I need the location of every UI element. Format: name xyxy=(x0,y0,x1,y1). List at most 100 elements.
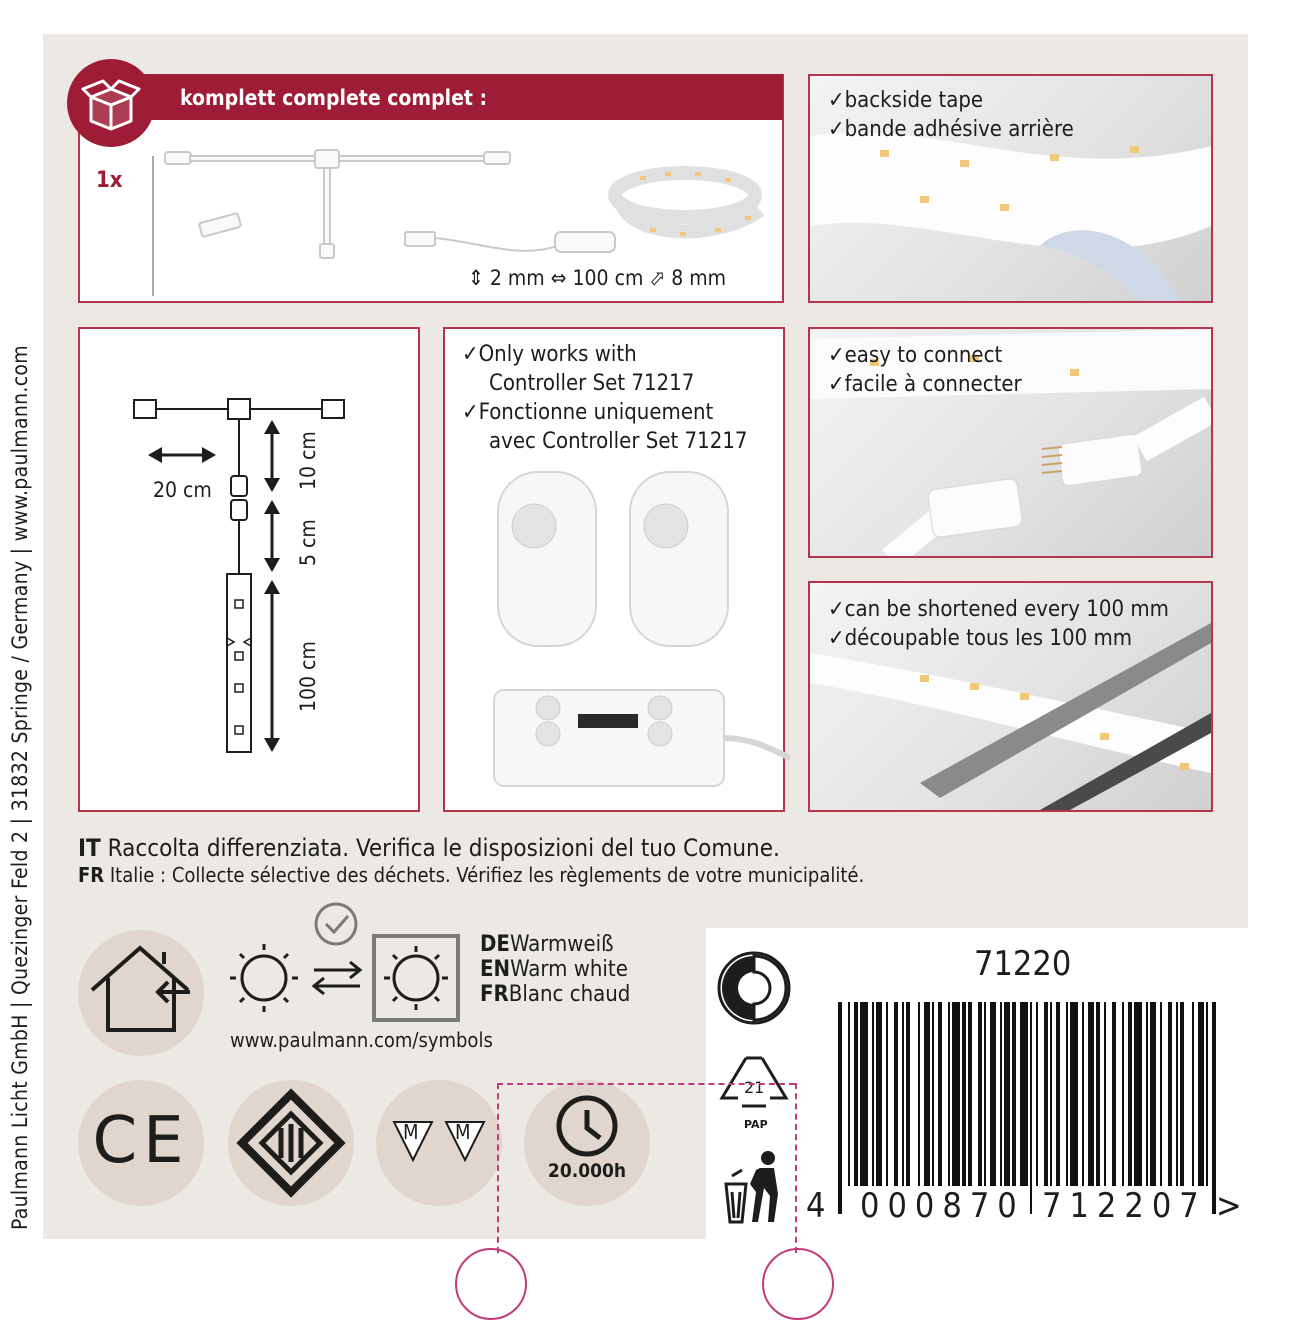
disposal-it-code: IT xyxy=(78,834,101,862)
connect-photo: ✓easy to connect ✓facile à connecter xyxy=(808,327,1213,558)
barcode-bar xyxy=(1000,1002,1002,1186)
length-arrow-icon: ⇔ xyxy=(550,266,567,290)
barcode-bar xyxy=(854,1002,858,1186)
barcode-bar xyxy=(902,1002,904,1186)
contents-banner-text: komplett complete complet : xyxy=(180,86,488,110)
mm-mark-left: M xyxy=(403,1120,419,1144)
dimension-length: 100 cm xyxy=(572,266,644,290)
disposal-it-text: Raccolta differenziata. Verifica le disp… xyxy=(107,834,780,862)
protection-class-3-icon xyxy=(228,1080,354,1206)
barcode-bar xyxy=(990,1002,996,1186)
barcode-bar xyxy=(1056,1002,1060,1186)
controller-note: ✓Only works with Controller Set 71217 ✓F… xyxy=(462,340,748,456)
product-contents-illustration xyxy=(164,149,765,259)
quantity-label: 1x xyxy=(96,168,123,193)
barcode-bar xyxy=(978,1002,982,1186)
barcode-bar xyxy=(924,1002,930,1186)
lifetime-icon: 20.000h xyxy=(524,1080,650,1206)
company-address: Paulmann Licht GmbH | Quezinger Feld 2 |… xyxy=(8,345,32,1230)
contents-banner xyxy=(108,74,783,120)
barcode-bar xyxy=(886,1002,888,1186)
barcode-bar xyxy=(1066,1002,1068,1186)
controller-note-en-2: Controller Set 71217 xyxy=(489,371,695,396)
feature-shorten-fr: ✓découpable tous les 100 mm xyxy=(828,626,1133,651)
barcode-bar xyxy=(938,1002,942,1186)
light-color-de: Warmweiß xyxy=(509,932,614,957)
barcode-bar xyxy=(984,1002,986,1186)
light-color-labels: DEWarmweiß ENWarm white FRBlanc chaud xyxy=(480,932,630,1007)
barcode-quiet-zone-marker: > xyxy=(1216,1186,1242,1226)
dieline-left xyxy=(497,1083,499,1253)
lang-fr: FR xyxy=(480,982,509,1007)
feature-tape-fr: ✓bande adhésive arrière xyxy=(828,117,1074,142)
recycling-triangle-icon xyxy=(719,1056,789,1108)
barcode-bar xyxy=(1192,1002,1194,1186)
barcode-bar xyxy=(932,1002,934,1186)
disposal-fr: FR Italie : Collecte sélective des déche… xyxy=(78,863,864,887)
barcode-bar xyxy=(1036,1002,1038,1186)
barcode-bar xyxy=(1020,1002,1028,1186)
tidyman-icon xyxy=(724,1151,778,1224)
divider xyxy=(152,156,154,296)
feature-connect-en: ✓easy to connect xyxy=(828,343,1003,368)
feature-tape-en: ✓backside tape xyxy=(828,88,984,113)
lang-de: DE xyxy=(480,932,510,957)
barcode-bar xyxy=(1044,1002,1048,1186)
barcode-bar xyxy=(1030,1002,1032,1214)
green-dot-icon xyxy=(717,951,791,1025)
lifetime-hours: 20.000h xyxy=(547,1160,627,1182)
dimension-100cm: 100 cm xyxy=(296,641,320,712)
dieline-top xyxy=(497,1083,795,1085)
ce-mark-text: CE xyxy=(92,1104,190,1178)
light-color-en: Warm white xyxy=(510,957,628,982)
barcode-bar xyxy=(872,1002,874,1186)
dimension-height: 2 mm xyxy=(489,266,545,290)
controller-set-illustration xyxy=(493,471,790,787)
barcode-bar xyxy=(1070,1002,1078,1186)
recycling-material: PAP xyxy=(744,1118,768,1131)
barcode-bar xyxy=(906,1002,910,1186)
dieline-right xyxy=(795,1083,797,1253)
lang-en: EN xyxy=(480,957,511,982)
disposal-fr-text: Italie : Collecte sélective des déchets.… xyxy=(109,863,865,887)
dimension-10cm: 10 cm xyxy=(296,431,320,490)
dimension-width: 8 mm xyxy=(671,266,727,290)
indoor-use-icon xyxy=(78,930,204,1056)
backside-tape-photo: ✓backside tape ✓bande adhésive arrière xyxy=(808,74,1213,303)
light-color-fr: Blanc chaud xyxy=(508,982,631,1007)
barcode-bar xyxy=(918,1002,920,1186)
height-arrow-icon: ⇕ xyxy=(468,266,484,290)
barcode-bar xyxy=(1206,1002,1208,1186)
shorten-photo: ✓can be shortened every 100 mm ✓découpab… xyxy=(808,581,1213,812)
dimension-diagram xyxy=(133,398,345,753)
check-circle-icon xyxy=(314,902,358,946)
barcode-bar xyxy=(1150,1002,1156,1186)
recycling-number: 21 xyxy=(744,1078,765,1097)
dieline-hole-left xyxy=(455,1248,527,1320)
barcode-digits-right: 712207 xyxy=(1042,1186,1207,1226)
controller-note-en-1: ✓Only works with xyxy=(462,342,637,367)
article-number: 71220 xyxy=(974,944,1072,984)
controller-note-fr-2: avec Controller Set 71217 xyxy=(489,429,748,454)
width-arrow-icon: ⬀ xyxy=(649,266,666,290)
mm-mark-right: M xyxy=(455,1120,471,1144)
mm-mark-icon: M M xyxy=(376,1080,502,1206)
barcode-bar xyxy=(1134,1002,1142,1186)
sun-icon xyxy=(240,954,288,1002)
ean-barcode xyxy=(838,1002,1218,1214)
barcode-bar xyxy=(1104,1002,1106,1186)
barcode-bar xyxy=(1160,1002,1162,1186)
barcode-bar xyxy=(1082,1002,1084,1186)
light-color-symbol xyxy=(230,902,460,1022)
symbols-url: www.paulmann.com/symbols xyxy=(230,1028,493,1052)
barcode-digits-left: 000870 xyxy=(860,1186,1025,1226)
barcode-bar xyxy=(894,1002,898,1186)
dimensions-row: ⇕ 2 mm ⇔ 100 cm ⬀ 8 mm xyxy=(468,266,726,290)
barcode-bar xyxy=(876,1002,882,1186)
barcode-bar xyxy=(1004,1002,1010,1186)
barcode-bar xyxy=(952,1002,960,1186)
dimension-5cm: 5 cm xyxy=(296,519,320,566)
barcode-bar xyxy=(1146,1002,1148,1186)
barcode-bar xyxy=(1050,1002,1052,1186)
barcode-bar xyxy=(1122,1002,1124,1186)
